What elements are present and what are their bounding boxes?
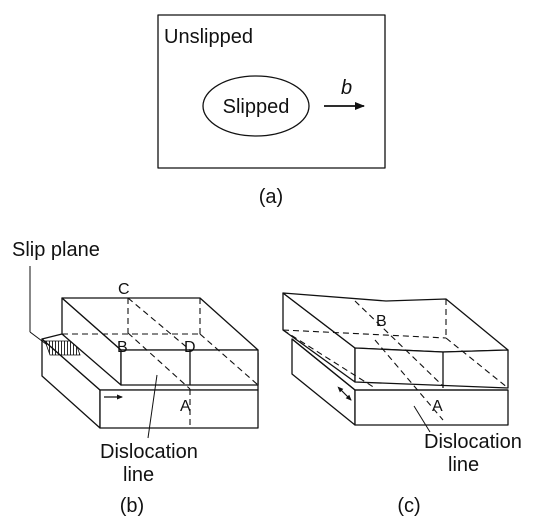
unslipped-label: Unslipped: [164, 26, 253, 48]
slipped-region: [202, 75, 310, 137]
point-c-label-b: C: [118, 281, 130, 298]
caption-b: (b): [120, 495, 144, 517]
hidden-edge-cb: [127, 297, 191, 351]
point-b-label-c: B: [376, 313, 387, 330]
panel-b: Slip plane C B D A Dislocation line (b): [12, 239, 259, 517]
c-hidden-diag: [354, 300, 444, 387]
slip-plane-hatch: [44, 340, 81, 356]
caption-a: (a): [259, 186, 283, 208]
dislocation-line-c: [374, 339, 444, 421]
slip-plane-label: Slip plane: [12, 239, 100, 261]
panel-a: Unslipped Slipped b (a): [157, 14, 386, 208]
dislocation-leader-b: [147, 374, 158, 439]
dislocation-label-b-1: Dislocation: [100, 441, 198, 463]
dislocation-line-b: [127, 332, 191, 390]
c-hidden-inner: [282, 329, 376, 389]
point-a-label-c: A: [432, 398, 443, 415]
slip-plane-leader-foot: [29, 331, 47, 345]
shear-arrow: [337, 386, 352, 401]
c-lower-top-edge: [291, 338, 508, 391]
hidden-edge-base: [199, 333, 259, 386]
caption-c: (c): [397, 495, 420, 517]
point-b-label-b: B: [117, 339, 128, 356]
burgers-vector-label: b: [341, 77, 352, 99]
dislocation-label-c-2: line: [448, 454, 479, 476]
c-hidden-base: [445, 337, 509, 389]
crystal-box: [157, 14, 386, 169]
lower-block-front-face: [99, 389, 259, 429]
c-upper-front-face: [354, 347, 509, 389]
point-a-label-b: A: [180, 398, 191, 415]
dislocation-label-c-1: Dislocation: [424, 431, 522, 453]
point-d-label-b: D: [184, 339, 196, 356]
c-hidden-back-left: [282, 329, 447, 339]
dislocation-leader-c: [413, 405, 431, 433]
slipped-label: Slipped: [223, 96, 290, 118]
dislocation-label-b-2: line: [123, 464, 154, 486]
panel-c: B A Dislocation line (c): [282, 292, 522, 517]
